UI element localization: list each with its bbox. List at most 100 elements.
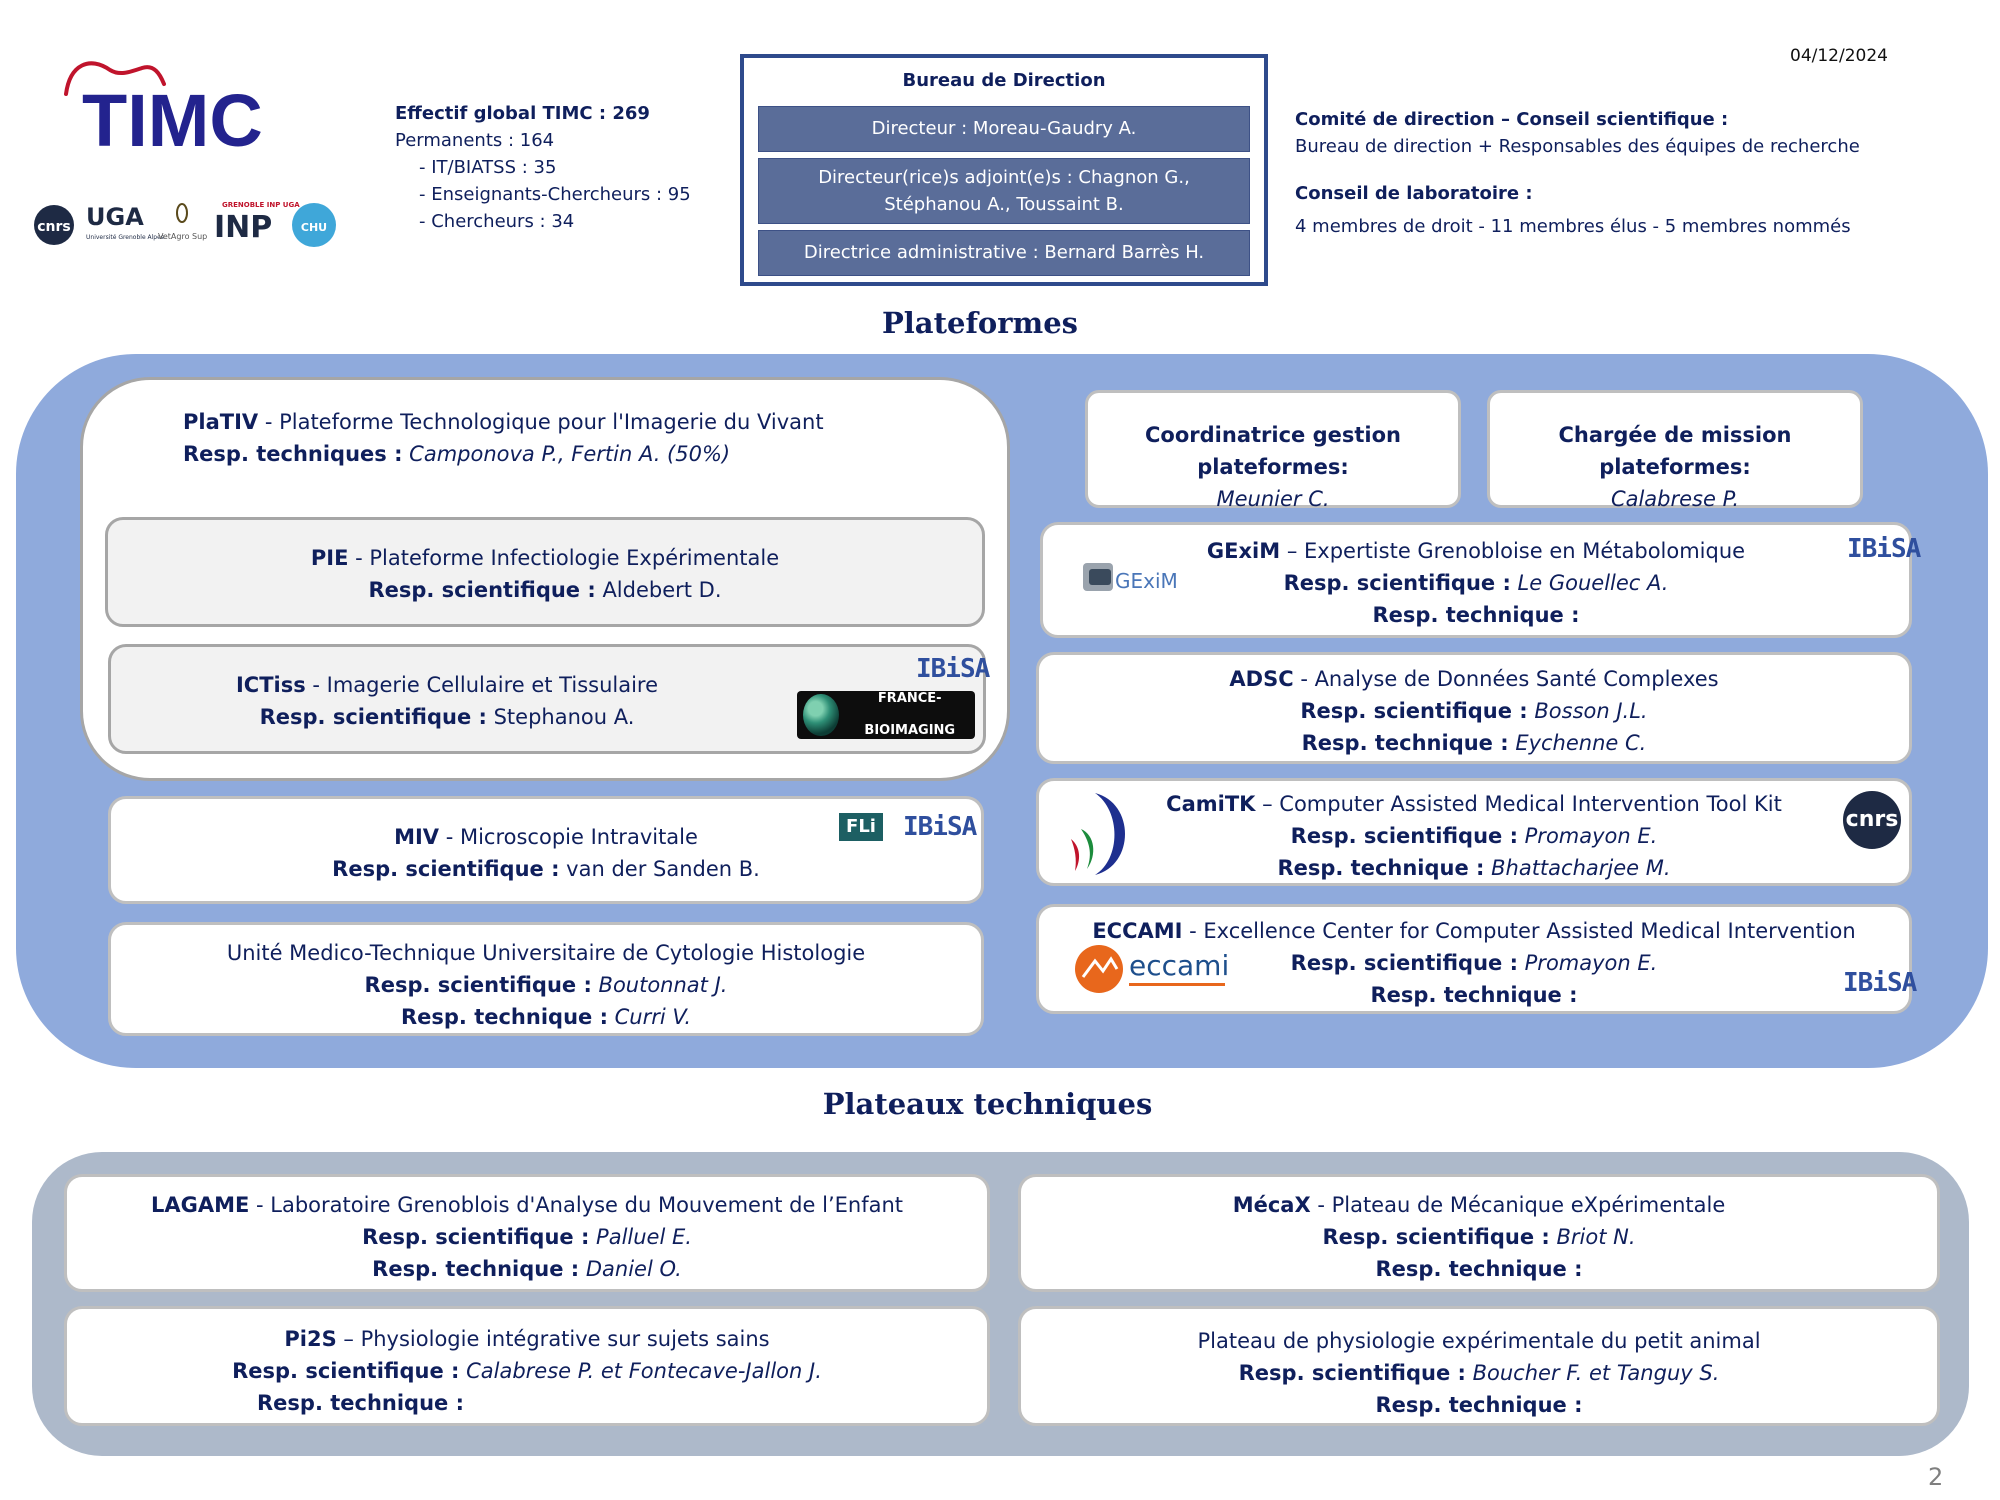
resp-label: Resp. scientifique : <box>1238 1361 1466 1385</box>
resp-label: Resp. technique : <box>1370 983 1578 1007</box>
svg-text:INP: INP <box>214 210 272 245</box>
adsc-sci: Bosson J.L. <box>1527 699 1648 723</box>
umtu-tech: Curri V. <box>607 1005 692 1029</box>
umtu-sci: Boutonnat J. <box>591 973 728 997</box>
section-title-plateformes: Plateformes <box>881 306 1079 340</box>
ibisa-logo: IBiSA <box>1843 968 1917 998</box>
resp-label: Resp. scientifique : <box>259 705 487 729</box>
directrice-administrative: Directrice administrative : Bernard Barr… <box>758 230 1250 276</box>
lagame-card: LAGAME - Laboratoire Grenoblois d'Analys… <box>64 1174 990 1292</box>
miv-name: - Microscopie Intravitale <box>439 825 698 849</box>
svg-text:TIMC: TIMC <box>82 79 263 162</box>
camitk-name: – Computer Assisted Medical Intervention… <box>1255 792 1782 816</box>
effectif-item: - Chercheurs : 34 <box>419 211 575 232</box>
coordinatrice-card: Coordinatrice gestion plateformes: Meuni… <box>1085 390 1461 511</box>
resp-label: Resp. technique : <box>1375 1257 1583 1281</box>
eccami-acronym: ECCAMI <box>1092 919 1183 943</box>
comite-text: Bureau de direction + Responsables des é… <box>1295 136 1860 157</box>
petit-animal-sci: Boucher F. et Tanguy S. <box>1465 1361 1720 1385</box>
lagame-sci: Palluel E. <box>589 1225 692 1249</box>
camitk-logo <box>1071 793 1125 875</box>
resp-label: Resp. scientifique : <box>1290 824 1518 848</box>
document-date: 04/12/2024 <box>1790 46 1888 66</box>
eccami-card: ECCAMI - Excellence Center for Computer … <box>1036 904 1917 1014</box>
petit-animal-name: Plateau de physiologie expérimentale du … <box>1197 1329 1761 1353</box>
comite-block: Comité de direction – Conseil scientifiq… <box>1295 106 1860 240</box>
resp-label: Resp. technique : <box>400 1005 608 1029</box>
comite-title: Comité de direction – Conseil scientifiq… <box>1295 109 1729 130</box>
plativ-acronym: PlaTIV <box>183 410 259 434</box>
resp-label: Resp. scientifique : <box>1283 571 1511 595</box>
gexim-card: GExiM – Expertiste Grenobloise en Métabo… <box>1040 522 1921 638</box>
plativ-name: - Plateforme Technologique pour l'Imager… <box>258 410 824 434</box>
miv-card: MIV - Microscopie Intravitale Resp. scie… <box>108 796 984 904</box>
effectif-item: - Enseignants-Chercheurs : 95 <box>419 184 691 205</box>
chargee-name: Calabrese P. <box>1610 487 1740 511</box>
camitk-card: CamiTK – Computer Assisted Medical Inter… <box>1036 778 1912 886</box>
pie-name: - Plateforme Infectiologie Expérimentale <box>348 546 780 570</box>
camitk-sci: Promayon E. <box>1517 824 1658 848</box>
resp-label: Resp. scientifique : <box>332 857 560 881</box>
mecax-card: MécaX - Plateau de Mécanique eXpérimenta… <box>1018 1174 1940 1292</box>
conseil-text: 4 membres de droit - 11 membres élus - 5… <box>1295 216 1851 237</box>
camitk-tech: Bhattacharjee M. <box>1484 856 1671 880</box>
bioimaging-icon <box>803 694 839 736</box>
svg-text:cnrs: cnrs <box>37 219 71 235</box>
pie-card: PIE - Plateforme Infectiologie Expérimen… <box>105 517 985 627</box>
resp-label: Resp. scientifique : <box>232 1359 460 1383</box>
fli-logo: FLi <box>839 813 883 841</box>
mecax-sci: Briot N. <box>1549 1225 1636 1249</box>
resp-label: Resp. technique : <box>372 1257 580 1281</box>
miv-acronym: MIV <box>394 825 440 849</box>
camitk-acronym: CamiTK <box>1166 792 1256 816</box>
chargee-mission-card: Chargée de mission plateformes: Calabres… <box>1487 390 1863 511</box>
pi2s-sci: Calabrese P. et Fontecave-Jallon J. <box>459 1359 822 1383</box>
mecax-name: - Plateau de Mécanique eXpérimentale <box>1310 1193 1726 1217</box>
effectif-title: Effectif global TIMC : 269 <box>395 103 650 124</box>
resp-label: Resp. scientifique : <box>1322 1225 1550 1249</box>
effectif-item: - IT/BIATSS : 35 <box>419 157 557 178</box>
page-number: 2 <box>1928 1463 1944 1491</box>
gexim-acronym: GExiM <box>1206 539 1281 563</box>
resp-label: Resp. techniques : <box>183 442 403 466</box>
bureau-direction: Bureau de Direction Directeur : Moreau-G… <box>740 54 1268 286</box>
eccami-sci: Promayon E. <box>1517 951 1658 975</box>
pie-sci: Aldebert D. <box>595 578 722 602</box>
resp-label: Resp. scientifique : <box>1300 699 1528 723</box>
gexim-sci: Le Gouellec A. <box>1510 571 1669 595</box>
cnrs-logo: cnrs <box>1843 791 1901 849</box>
mecax-acronym: MécaX <box>1232 1193 1311 1217</box>
adsc-card: ADSC - Analyse de Données Santé Complexe… <box>1036 652 1912 764</box>
ibisa-logo: IBiSA <box>903 812 977 842</box>
gexim-name: – Expertiste Grenobloise en Métabolomiqu… <box>1280 539 1746 563</box>
ictiss-acronym: ICTiss <box>235 673 306 697</box>
resp-label: Resp. technique : <box>1372 603 1580 627</box>
section-title-plateaux: Plateaux techniques <box>822 1087 1153 1121</box>
conseil-title: Conseil de laboratoire : <box>1295 183 1533 204</box>
gexim-logo: GExiM <box>1083 563 1178 593</box>
ibisa-logo: IBiSA <box>1847 534 1921 564</box>
resp-label: Resp. technique : <box>1277 856 1485 880</box>
ictiss-card: ICTiss - Imagerie Cellulaire et Tissulai… <box>108 644 990 754</box>
france-bioimaging-logo: FRANCE-BIOIMAGING <box>797 691 975 739</box>
lagame-name: - Laboratoire Grenoblois d'Analyse du Mo… <box>249 1193 904 1217</box>
pi2s-name: – Physiologie intégrative sur sujets sai… <box>336 1327 770 1351</box>
pie-acronym: PIE <box>310 546 349 570</box>
lagame-acronym: LAGAME <box>150 1193 250 1217</box>
ictiss-sci: Stephanou A. <box>486 705 635 729</box>
pi2s-acronym: Pi2S <box>284 1327 337 1351</box>
svg-text:eccami: eccami <box>1129 949 1229 982</box>
svg-text:Université Grenoble Alpes: Université Grenoble Alpes <box>86 234 164 241</box>
adjoints-line: Stéphanou A., Toussaint B. <box>884 194 1124 215</box>
timc-logo: TIMC <box>64 61 263 162</box>
effectif-block: Effectif global TIMC : 269 Permanents : … <box>395 100 691 235</box>
directeur: Directeur : Moreau-Gaudry A. <box>758 106 1250 152</box>
svg-text:VetAgro Sup: VetAgro Sup <box>158 232 207 241</box>
permanents: Permanents : 164 <box>395 130 555 151</box>
resp-label: Resp. scientifique : <box>364 973 592 997</box>
adsc-tech: Eychenne C. <box>1508 731 1647 755</box>
eccami-name: - Excellence Center for Computer Assiste… <box>1182 919 1856 943</box>
petit-animal-card: Plateau de physiologie expérimentale du … <box>1018 1306 1940 1426</box>
resp-label: Resp. technique : <box>1375 1393 1583 1417</box>
bureau-title: Bureau de Direction <box>902 70 1106 91</box>
